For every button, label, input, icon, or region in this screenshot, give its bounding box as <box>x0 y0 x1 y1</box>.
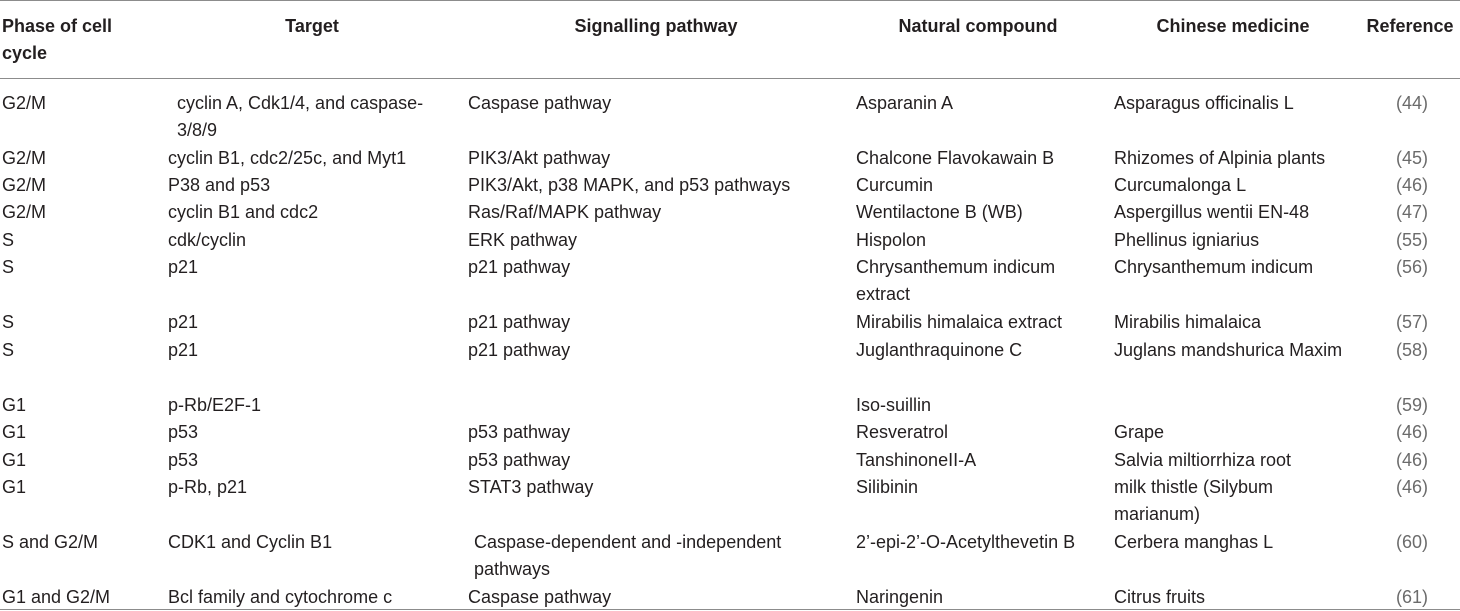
cell-medicine: milk thistle (Silybum marianum) <box>1114 477 1274 524</box>
cell-target: p-Rb, p21 <box>168 477 248 497</box>
header-target: Target <box>285 16 339 36</box>
cell-medicine: Aspergillus wentii EN-48 <box>1114 202 1310 222</box>
cell-medicine: Curcumalonga L <box>1114 175 1247 195</box>
cell-phase: S and G2/M <box>2 532 99 552</box>
cell-pathway: Caspase pathway <box>468 93 612 113</box>
header-medicine: Chinese medicine <box>1156 16 1310 36</box>
cell-phase: S <box>2 312 15 332</box>
cell-target: Bcl family and cytochrome c <box>168 587 393 607</box>
cell-pathway: PIK3/Akt, p38 MAPK, and p53 pathways <box>468 175 791 195</box>
cell-compound: Silibinin <box>856 477 919 497</box>
cell-pathway: Caspase pathway <box>468 587 612 607</box>
cell-reference: (46) <box>1396 175 1429 195</box>
cell-reference: (59) <box>1396 395 1429 415</box>
cell-target: p53 <box>168 422 199 442</box>
cell-target: cdk/cyclin <box>168 230 247 250</box>
cell-phase: G1 <box>2 450 27 470</box>
cell-pathway: p21 pathway <box>468 312 571 332</box>
cell-compound: Mirabilis himalaica extract <box>856 312 1063 332</box>
cell-medicine: Grape <box>1114 422 1165 442</box>
cell-target: p21 <box>168 257 199 277</box>
cell-pathway: PIK3/Akt pathway <box>468 148 611 168</box>
cell-phase: G2/M <box>2 93 47 113</box>
cell-target: p21 <box>168 312 199 332</box>
cell-reference: (57) <box>1396 312 1429 332</box>
cell-pathway: STAT3 pathway <box>468 477 594 497</box>
cell-phase: S <box>2 340 15 360</box>
cell-phase: G1 <box>2 395 27 415</box>
cell-pathway: p53 pathway <box>468 422 571 442</box>
cell-compound: 2’-epi-2’-O-Acetylthevetin B <box>856 532 1076 552</box>
cell-pathway: p21 pathway <box>468 340 571 360</box>
header-rule <box>0 78 1460 79</box>
cell-reference: (60) <box>1396 532 1429 552</box>
cell-medicine: Asparagus officinalis L <box>1114 93 1294 113</box>
top-rule <box>0 0 1460 1</box>
cell-reference: (47) <box>1396 202 1429 222</box>
cell-medicine: Cerbera manghas L <box>1114 532 1274 552</box>
header-pathway: Signalling pathway <box>574 16 738 36</box>
cell-target: CDK1 and Cyclin B1 <box>168 532 333 552</box>
header-phase: Phase of cell cycle <box>2 16 113 63</box>
cell-phase: G2/M <box>2 148 47 168</box>
cell-target: p53 <box>168 450 199 470</box>
cell-pathway: p21 pathway <box>468 257 571 277</box>
cell-pathway: p53 pathway <box>468 450 571 470</box>
cell-phase: G2/M <box>2 175 47 195</box>
cell-phase: G2/M <box>2 202 47 222</box>
cell-target: cyclin A, Cdk1/4, and caspase-3/8/9 <box>177 93 424 140</box>
cell-reference: (46) <box>1396 450 1429 470</box>
cell-phase: G1 and G2/M <box>2 587 111 607</box>
cell-reference: (46) <box>1396 422 1429 442</box>
cell-target: p21 <box>168 340 199 360</box>
cell-target: cyclin B1 and cdc2 <box>168 202 319 222</box>
cell-reference: (46) <box>1396 477 1429 497</box>
cell-reference: (56) <box>1396 257 1429 277</box>
cell-compound: Naringenin <box>856 587 944 607</box>
header-reference: Reference <box>1366 16 1454 36</box>
cell-medicine: Mirabilis himalaica <box>1114 312 1262 332</box>
cell-compound: Iso-suillin <box>856 395 932 415</box>
cell-medicine: Phellinus igniarius <box>1114 230 1260 250</box>
cell-medicine: Salvia miltiorrhiza root <box>1114 450 1292 470</box>
cell-compound: Chalcone Flavokawain B <box>856 148 1055 168</box>
cell-compound: Resveratrol <box>856 422 949 442</box>
cell-reference: (61) <box>1396 587 1429 607</box>
cell-phase: S <box>2 230 15 250</box>
cell-target: cyclin B1, cdc2/25c, and Myt1 <box>168 148 407 168</box>
cell-medicine: Juglans mandshurica Maxim <box>1114 340 1343 360</box>
cell-compound: Asparanin A <box>856 93 954 113</box>
cell-target: P38 and p53 <box>168 175 271 195</box>
cell-compound: Juglanthraquinone C <box>856 340 1023 360</box>
cell-phase: S <box>2 257 15 277</box>
cell-pathway: ERK pathway <box>468 230 578 250</box>
cell-compound: TanshinoneII-A <box>856 450 977 470</box>
cell-pathway: Caspase-dependent and -independent pathw… <box>474 532 782 579</box>
cell-reference: (58) <box>1396 340 1429 360</box>
cell-compound: Hispolon <box>856 230 927 250</box>
cell-compound: Wentilactone B (WB) <box>856 202 1023 222</box>
cell-medicine: Rhizomes of Alpinia plants <box>1114 148 1326 168</box>
cell-pathway: Ras/Raf/MAPK pathway <box>468 202 662 222</box>
cell-reference: (45) <box>1396 148 1429 168</box>
cell-compound: Chrysanthemum indicum extract <box>856 257 1056 304</box>
cell-medicine: Citrus fruits <box>1114 587 1206 607</box>
cell-medicine: Chrysanthemum indicum <box>1114 257 1314 277</box>
cell-target: p-Rb/E2F-1 <box>168 395 262 415</box>
cell-phase: G1 <box>2 477 27 497</box>
cell-compound: Curcumin <box>856 175 934 195</box>
header-compound: Natural compound <box>898 16 1058 36</box>
cell-reference: (44) <box>1396 93 1429 113</box>
cell-phase: G1 <box>2 422 27 442</box>
cell-reference: (55) <box>1396 230 1429 250</box>
